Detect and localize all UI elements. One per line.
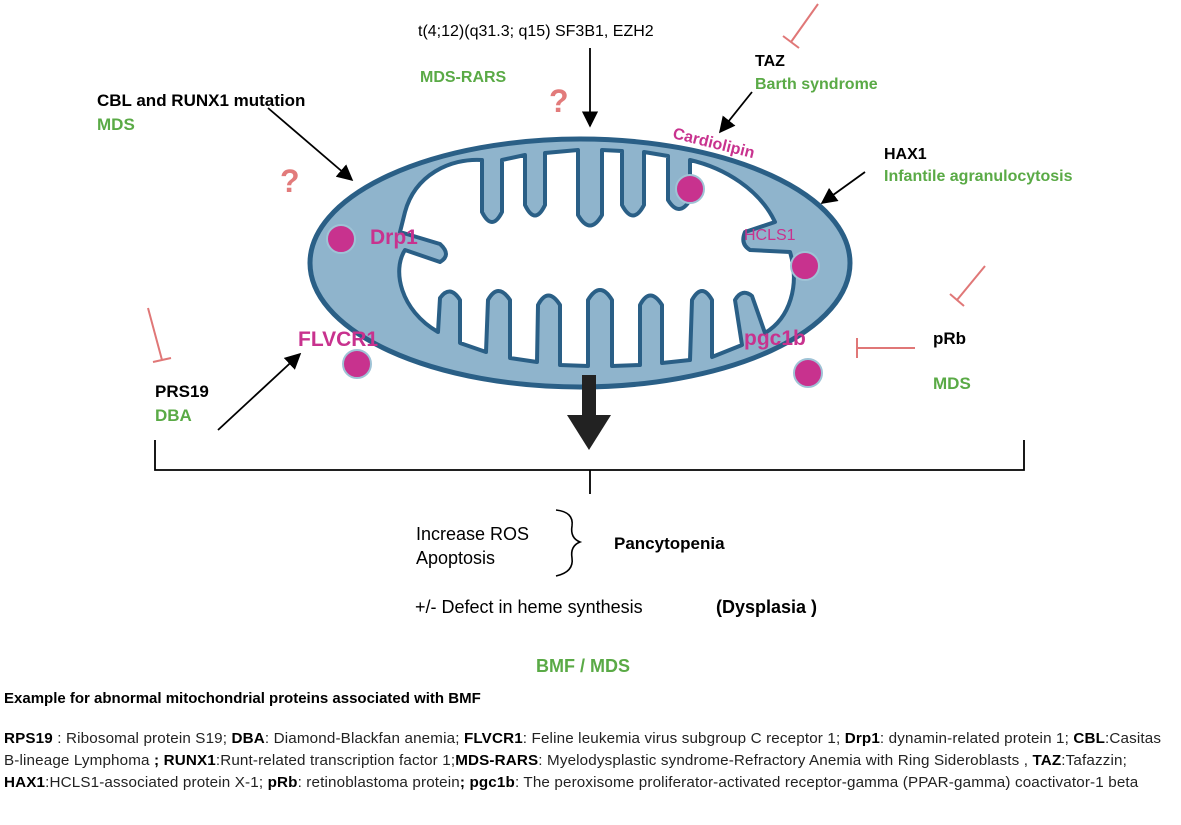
prs19-inhibitor-bar bbox=[152, 357, 172, 363]
prs19-gene: PRS19 bbox=[155, 382, 209, 401]
drp1-dot bbox=[326, 224, 356, 254]
top-mutation-genes: t(4;12)(q31.3; q15) SF3B1, EZH2 bbox=[418, 23, 654, 40]
mitochondria-diagram: Drp1 FLVCR1 Cardiolipin HCLS1 pgc1b t(4;… bbox=[97, 3, 1073, 676]
apoptosis-text: Apoptosis bbox=[416, 548, 495, 568]
legend-term: ; RUNX1 bbox=[154, 752, 216, 769]
prs19-inhibitor-line bbox=[147, 307, 163, 361]
prb-inhibitor-line bbox=[956, 265, 986, 301]
cardiolipin-dot bbox=[675, 174, 705, 204]
legend-definition: :Runt-related transcription factor 1; bbox=[215, 752, 456, 769]
down-arrow bbox=[567, 375, 611, 450]
prs19-arrow bbox=[217, 352, 302, 431]
dysplasia-text: (Dysplasia ) bbox=[716, 597, 817, 617]
cbl-arrow bbox=[267, 107, 354, 182]
mitochondrion bbox=[307, 136, 853, 390]
taz-disease: Barth syndrome bbox=[755, 76, 878, 93]
legend-term: MDS-RARS bbox=[455, 752, 539, 769]
pancytopenia-text: Pancytopenia bbox=[614, 534, 725, 553]
inner-membrane-cristae bbox=[397, 148, 796, 368]
legend-term: DBA bbox=[231, 730, 265, 747]
legend-definition: : Diamond-Blackfan anemia; bbox=[264, 730, 464, 747]
legend-term: HAX1 bbox=[4, 774, 46, 791]
cbl-runx1-genes: CBL and RUNX1 mutation bbox=[97, 91, 305, 110]
legend-definition: : dynamin-related protein 1; bbox=[879, 730, 1074, 747]
flvcr1-label: FLVCR1 bbox=[298, 328, 378, 351]
hax1-disease: Infantile agranulocytosis bbox=[884, 168, 1073, 185]
caption-title: Example for abnormal mitochondrial prote… bbox=[4, 690, 481, 707]
legend-definition: : Feline leukemia virus subgroup C recep… bbox=[522, 730, 845, 747]
heme-defect-text: +/- Defect in heme synthesis bbox=[415, 597, 643, 617]
prb-disease: MDS bbox=[933, 374, 971, 393]
question-mark-left: ? bbox=[280, 163, 300, 199]
legend-definition: :Casitas B-lineage Lymphoma bbox=[4, 730, 1162, 769]
legend-term: RPS19 bbox=[4, 730, 53, 747]
curly-brace bbox=[555, 509, 583, 577]
prs19-disease: DBA bbox=[155, 406, 192, 425]
legend-term: TAZ bbox=[1032, 752, 1062, 769]
bottom-bracket bbox=[154, 440, 1025, 494]
hcls1-dot bbox=[790, 251, 820, 281]
legend-term: FLVCR1 bbox=[463, 730, 523, 747]
abbreviation-legend: RPS19 : Ribosomal protein S19; DBA: Diam… bbox=[4, 728, 1176, 794]
legend-definition: :HCLS1-associated protein X-1; bbox=[45, 774, 268, 791]
legend-term: Drp1 bbox=[844, 730, 880, 747]
pgc1b-label: pgc1b bbox=[744, 327, 806, 350]
result-text: BMF / MDS bbox=[536, 656, 630, 676]
taz-inhibitor-line bbox=[790, 3, 819, 43]
prb-gene: pRb bbox=[933, 329, 966, 348]
legend-term: pRb bbox=[267, 774, 298, 791]
cbl-runx1-disease: MDS bbox=[97, 115, 135, 134]
legend-term: ; pgc1b bbox=[459, 774, 515, 791]
legend-definition: : Myelodysplastic syndrome-Refractory An… bbox=[538, 752, 1033, 769]
pgc1b-dot bbox=[793, 358, 823, 388]
taz-arrow bbox=[718, 91, 753, 134]
prb-inhibitor-bar bbox=[949, 293, 965, 307]
legend-definition: : retinoblastoma protein bbox=[297, 774, 460, 791]
legend-definition: : Ribosomal protein S19; bbox=[52, 730, 232, 747]
taz-inhibitor-bar bbox=[782, 35, 800, 49]
increase-ros-text: Increase ROS bbox=[416, 524, 529, 544]
legend-definition: :Tafazzin; bbox=[1061, 752, 1127, 769]
hax1-gene: HAX1 bbox=[884, 146, 927, 163]
legend-term: CBL bbox=[1073, 730, 1106, 747]
flvcr1-dot bbox=[342, 349, 372, 379]
legend-definition: : The peroxisome proliferator-activated … bbox=[514, 774, 1139, 791]
question-mark-top: ? bbox=[549, 83, 569, 119]
taz-gene: TAZ bbox=[755, 53, 785, 70]
drp1-label: Drp1 bbox=[370, 226, 418, 249]
top-mutation-disease: MDS-RARS bbox=[420, 69, 507, 86]
hcls1-label: HCLS1 bbox=[744, 227, 796, 244]
hax1-arrow bbox=[820, 171, 866, 204]
